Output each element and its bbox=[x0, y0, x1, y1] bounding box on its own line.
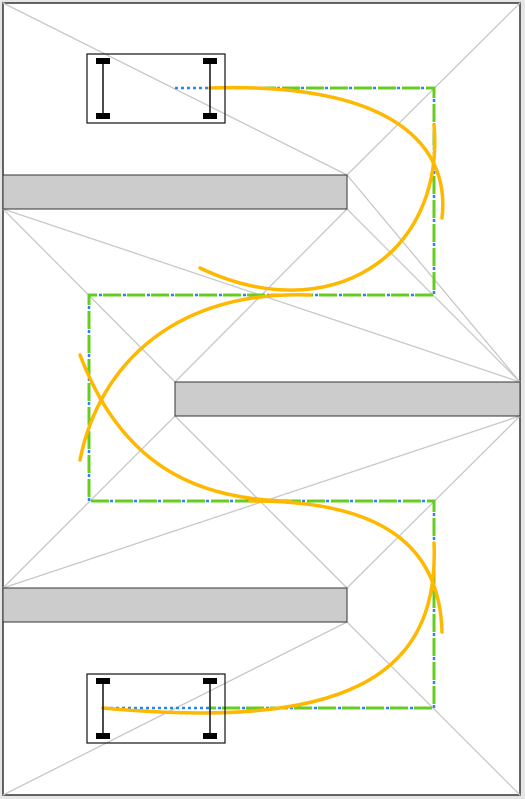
trajectory-segment-3 bbox=[78, 293, 312, 462]
guide-line bbox=[346, 621, 521, 796]
guide-line bbox=[2, 415, 176, 589]
trajectory-segment-4 bbox=[78, 353, 292, 503]
wall-top bbox=[2, 174, 348, 210]
guide-line bbox=[346, 208, 521, 383]
wheel bbox=[203, 113, 217, 119]
walls bbox=[2, 174, 521, 623]
wheel bbox=[203, 733, 217, 739]
wall-middle bbox=[174, 381, 521, 417]
wall-bottom bbox=[2, 587, 348, 623]
trajectory-segment-5 bbox=[248, 499, 444, 634]
trajectory-segment-6 bbox=[101, 541, 436, 715]
robot-body bbox=[86, 673, 226, 744]
wheel bbox=[203, 58, 217, 64]
robot-body bbox=[86, 53, 226, 124]
wheel bbox=[96, 58, 110, 64]
trajectory-curves bbox=[78, 85, 445, 715]
wheel bbox=[96, 678, 110, 684]
wheel bbox=[96, 113, 110, 119]
trajectory-segment-2 bbox=[198, 123, 437, 292]
start-robot bbox=[86, 53, 226, 124]
planned-path-green bbox=[87, 86, 436, 710]
goal-robot bbox=[86, 673, 226, 744]
guide-line bbox=[2, 621, 348, 796]
wheel bbox=[203, 678, 217, 684]
planned-path bbox=[87, 86, 436, 710]
wheel bbox=[96, 733, 110, 739]
trajectory-segment-1 bbox=[208, 85, 445, 220]
